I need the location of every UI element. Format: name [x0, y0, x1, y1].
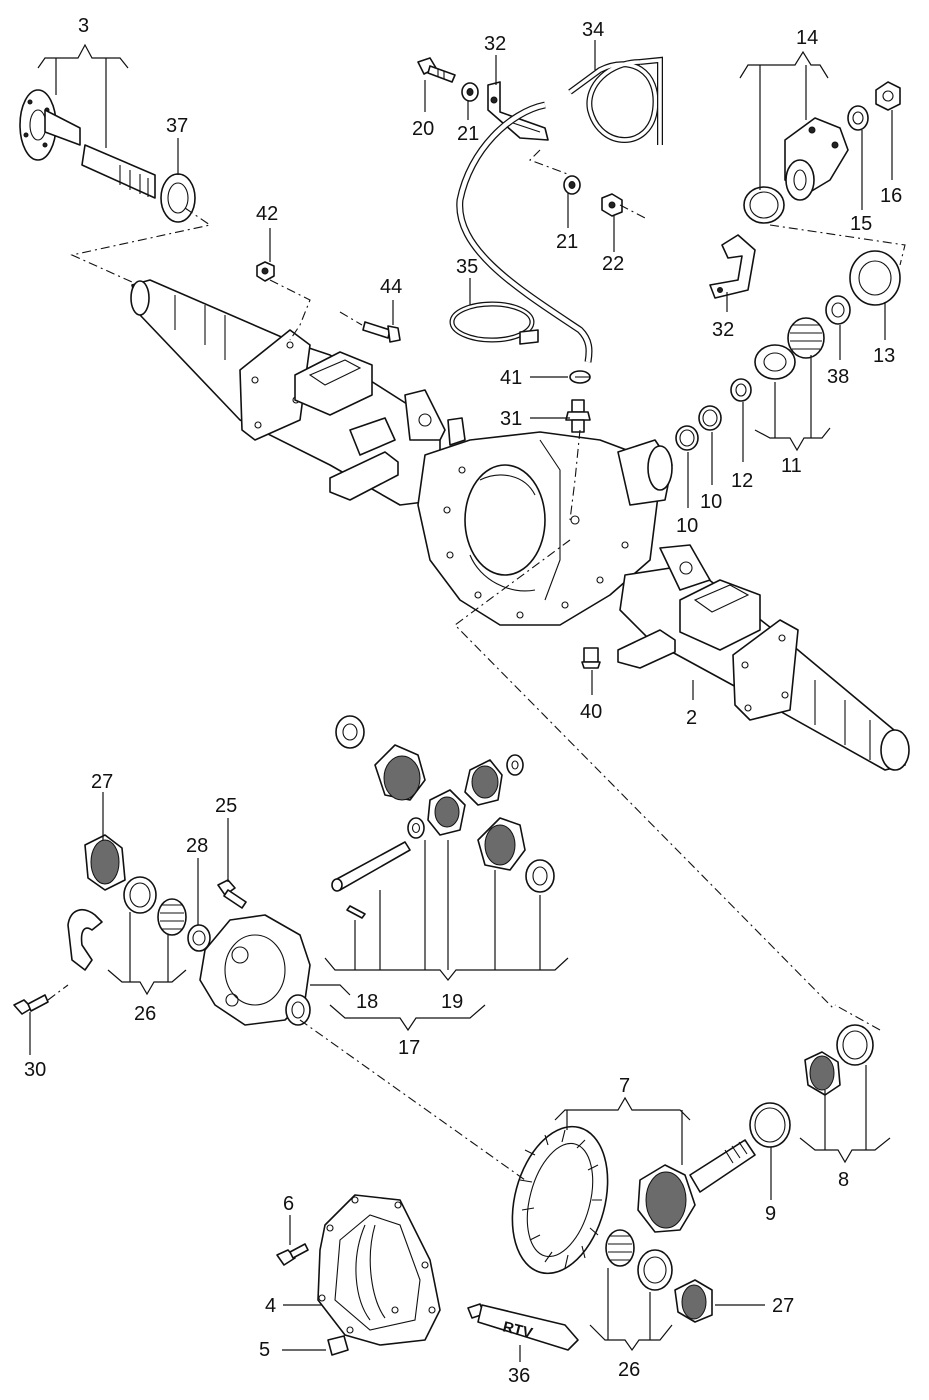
fill-plug [581, 647, 601, 669]
callout-20: 20 [412, 118, 434, 140]
leader-lines [29, 40, 893, 1362]
callout-22: 22 [602, 253, 624, 275]
callout-30: 30 [24, 1059, 46, 1081]
callout-19: 19 [441, 991, 463, 1013]
callout-44: 44 [380, 276, 402, 298]
callout-7: 7 [619, 1075, 630, 1097]
callout-11: 11 [781, 455, 802, 477]
callout-13: 13 [873, 345, 895, 367]
callout-31: 31 [500, 408, 522, 430]
callout-5: 5 [259, 1339, 270, 1361]
callout-32-right: 32 [712, 319, 734, 341]
callout-10-lower: 10 [676, 515, 698, 537]
callout-18: 18 [356, 991, 378, 1013]
axle-housing [130, 279, 910, 771]
callout-10-upper: 10 [700, 491, 722, 513]
carrier-and-case [13, 834, 311, 1026]
callout-28: 28 [186, 835, 208, 857]
callout-37: 37 [166, 115, 188, 137]
callout-34: 34 [582, 19, 604, 41]
callout-4: 4 [265, 1295, 276, 1317]
callout-25: 25 [215, 795, 237, 817]
callout-32-top: 32 [484, 33, 506, 55]
callout-14: 14 [796, 27, 818, 49]
callout-38: 38 [827, 366, 849, 388]
callout-27-right: 27 [772, 1295, 794, 1317]
callout-2: 2 [686, 707, 697, 729]
callout-numbers: 3 37 42 44 20 21 32 34 21 22 35 41 31 14… [24, 15, 902, 1387]
differential-gears [331, 715, 555, 919]
callout-42: 42 [256, 203, 278, 225]
callout-15: 15 [850, 213, 872, 235]
callout-3: 3 [78, 15, 89, 37]
ring-and-pinion [511, 1024, 874, 1275]
callout-27-left: 27 [91, 771, 113, 793]
callout-16: 16 [880, 185, 902, 207]
pinion-flange-assembly [675, 81, 901, 451]
mount-hardware [256, 261, 401, 343]
callout-9: 9 [765, 1203, 776, 1225]
callout-36: 36 [508, 1365, 530, 1387]
rtv-tube-label: RTV [501, 1318, 534, 1342]
callout-35: 35 [456, 256, 478, 278]
cover-and-lower-parts: RTV [276, 1194, 713, 1356]
callout-17: 17 [398, 1037, 420, 1059]
callout-26-bottom: 26 [618, 1359, 640, 1381]
assembly-lines [47, 149, 906, 1181]
axle-shaft-assembly [19, 89, 196, 223]
callout-6: 6 [283, 1193, 294, 1215]
callout-21-top: 21 [457, 123, 479, 145]
callout-41: 41 [500, 367, 522, 389]
callout-12: 12 [731, 470, 753, 492]
callout-40: 40 [580, 701, 602, 723]
vent-hose-assembly [417, 56, 663, 433]
callout-8: 8 [838, 1169, 849, 1191]
callout-26-left: 26 [134, 1003, 156, 1025]
callout-21-lower: 21 [556, 231, 578, 253]
